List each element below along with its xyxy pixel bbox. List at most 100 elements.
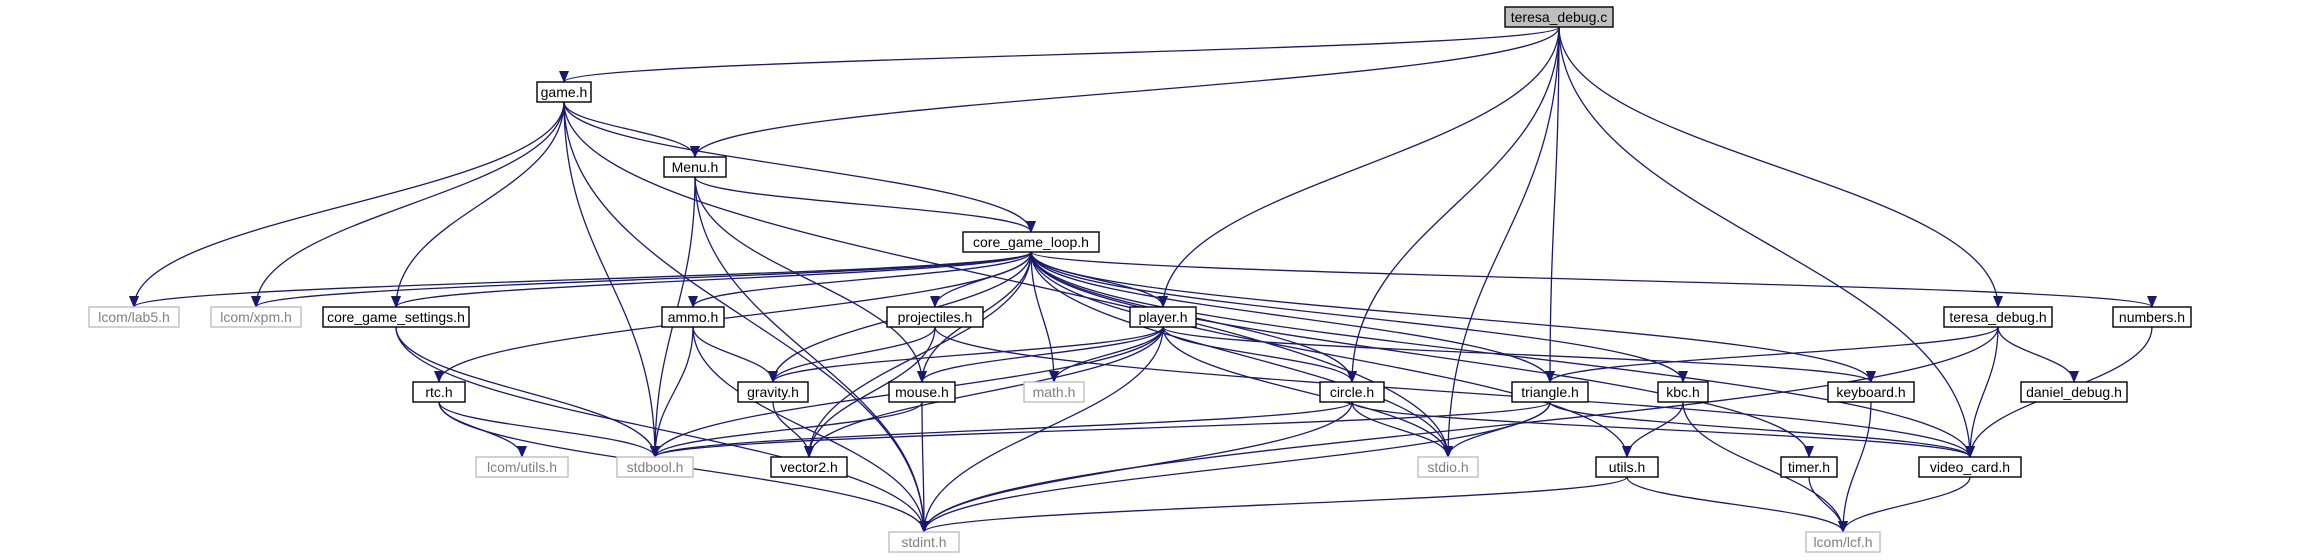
node-timer-h[interactable]: timer.h bbox=[1780, 456, 1838, 478]
edge-player-h-to-math-h bbox=[1049, 326, 1164, 383]
node-label-numbers-h: numbers.h bbox=[2119, 309, 2185, 325]
edge-core-game-loop-h-to-stdio-h bbox=[1030, 251, 1453, 458]
node-box-rtc-h bbox=[412, 381, 466, 403]
node-lcom-utils-h: lcom/utils.h bbox=[475, 456, 569, 478]
node-box-vector2-h bbox=[770, 456, 848, 478]
node-label-player-h: player.h bbox=[1138, 309, 1187, 325]
edge-video-card-h-to-lcom-lcf-h bbox=[1838, 476, 1971, 533]
edge-teresa-debug-c-to-game-h bbox=[559, 26, 1560, 83]
edge-core-game-loop-h-to-lcom-lab5-h bbox=[129, 251, 1032, 308]
edge-core-game-loop-h-to-utils-h bbox=[1030, 251, 1632, 458]
node-ammo-h[interactable]: ammo.h bbox=[661, 306, 725, 328]
node-label-core-game-loop-h: core_game_loop.h bbox=[973, 234, 1089, 250]
edge-projectiles-h-to-vector2-h bbox=[804, 326, 936, 458]
node-rtc-h[interactable]: rtc.h bbox=[412, 381, 466, 403]
node-stdint-h: stdint.h bbox=[888, 531, 960, 553]
node-box-triangle-h bbox=[1511, 381, 1589, 403]
edge-projectiles-h-to-gravity-h bbox=[768, 326, 936, 383]
node-box-stdint-h bbox=[888, 531, 960, 553]
edge-core-game-settings-h-to-stdint-h bbox=[395, 326, 929, 533]
node-box-teresa-debug-h bbox=[1943, 306, 2053, 328]
node-numbers-h[interactable]: numbers.h bbox=[2112, 306, 2192, 328]
node-label-circle-h: circle.h bbox=[1330, 384, 1374, 400]
edge-core-game-settings-h-to-stdbool-h bbox=[395, 326, 660, 458]
node-label-rtc-h: rtc.h bbox=[425, 384, 452, 400]
edge-core-game-loop-h-to-vector2-h bbox=[804, 251, 1032, 458]
node-label-lcom-lab5-h: lcom/lab5.h bbox=[98, 309, 170, 325]
node-box-player-h bbox=[1129, 306, 1197, 328]
node-box-math-h bbox=[1023, 381, 1085, 403]
edge-circle-h-to-stdbool-h bbox=[650, 401, 1353, 458]
node-box-lcom-xpm-h bbox=[210, 306, 302, 328]
node-label-stdbool-h: stdbool.h bbox=[627, 459, 684, 475]
edge-player-h-to-vector2-h bbox=[804, 326, 1164, 458]
node-game-h[interactable]: game.h bbox=[536, 81, 592, 103]
edge-teresa-debug-h-to-daniel-debug-h bbox=[1997, 326, 2079, 383]
edge-ammo-h-to-stdbool-h bbox=[650, 326, 694, 458]
edge-core-game-loop-h-to-video-card-h bbox=[1030, 251, 1975, 458]
node-menu-h[interactable]: Menu.h bbox=[663, 156, 727, 178]
edge-player-h-to-stdint-h bbox=[919, 326, 1164, 533]
node-video-card-h[interactable]: video_card.h bbox=[1918, 456, 2022, 478]
node-projectiles-h[interactable]: projectiles.h bbox=[886, 306, 984, 328]
node-label-kbc-h: kbc.h bbox=[1666, 384, 1699, 400]
node-mouse-h[interactable]: mouse.h bbox=[888, 381, 956, 403]
node-daniel-debug-h[interactable]: daniel_debug.h bbox=[2020, 381, 2128, 403]
node-utils-h[interactable]: utils.h bbox=[1595, 456, 1659, 478]
node-label-stdio-h: stdio.h bbox=[1427, 459, 1468, 475]
node-box-core-game-loop-h bbox=[962, 231, 1100, 253]
node-label-lcom-utils-h: lcom/utils.h bbox=[487, 459, 557, 475]
node-label-triangle-h: triangle.h bbox=[1521, 384, 1579, 400]
node-box-game-h bbox=[536, 81, 592, 103]
edge-timer-h-to-lcom-lcf-h bbox=[1808, 476, 1848, 533]
node-vector2-h[interactable]: vector2.h bbox=[770, 456, 848, 478]
edge-core-game-loop-h-to-triangle-h bbox=[1030, 251, 1555, 383]
edge-circle-h-to-stdint-h bbox=[919, 401, 1353, 533]
node-teresa-debug-h[interactable]: teresa_debug.h bbox=[1943, 306, 2053, 328]
node-player-h[interactable]: player.h bbox=[1129, 306, 1197, 328]
edge-core-game-loop-h-to-timer-h bbox=[1030, 251, 1814, 458]
node-box-lcom-utils-h bbox=[475, 456, 569, 478]
node-lcom-lcf-h: lcom/lcf.h bbox=[1805, 531, 1881, 553]
edge-mouse-h-to-stdbool-h bbox=[650, 401, 923, 458]
edge-player-h-to-mouse-h bbox=[917, 326, 1164, 383]
node-gravity-h[interactable]: gravity.h bbox=[737, 381, 809, 403]
node-math-h: math.h bbox=[1023, 381, 1085, 403]
node-label-vector2-h: vector2.h bbox=[780, 459, 838, 475]
node-label-teresa-debug-c: teresa_debug.c bbox=[1511, 9, 1608, 25]
edge-game-h-to-stdint-h bbox=[563, 101, 929, 533]
node-box-core-game-settings-h bbox=[322, 306, 470, 328]
node-teresa-debug-c[interactable]: teresa_debug.c bbox=[1504, 6, 1614, 28]
edge-teresa-debug-h-to-triangle-h bbox=[1545, 326, 1999, 383]
node-label-lcom-lcf-h: lcom/lcf.h bbox=[1813, 534, 1872, 550]
node-core-game-settings-h[interactable]: core_game_settings.h bbox=[322, 306, 470, 328]
edge-core-game-loop-h-to-lcom-xpm-h bbox=[251, 251, 1032, 308]
node-box-daniel-debug-h bbox=[2020, 381, 2128, 403]
edge-game-h-to-stdio-h bbox=[563, 101, 1453, 458]
node-label-teresa-debug-h: teresa_debug.h bbox=[1949, 309, 2046, 325]
node-box-utils-h bbox=[1595, 456, 1659, 478]
edge-player-h-to-stdio-h bbox=[1162, 326, 1453, 458]
node-kbc-h[interactable]: kbc.h bbox=[1657, 381, 1709, 403]
node-circle-h[interactable]: circle.h bbox=[1319, 381, 1385, 403]
edge-game-h-to-core-game-settings-h bbox=[391, 101, 565, 308]
edge-ammo-h-to-gravity-h bbox=[692, 326, 778, 383]
edge-triangle-h-to-stdbool-h bbox=[650, 401, 1551, 458]
edge-core-game-loop-h-to-core-game-settings-h bbox=[391, 251, 1032, 308]
node-box-kbc-h bbox=[1657, 381, 1709, 403]
edge-teresa-debug-c-to-teresa-debug-h bbox=[1558, 26, 2003, 308]
node-box-stdio-h bbox=[1417, 456, 1479, 478]
node-core-game-loop-h[interactable]: core_game_loop.h bbox=[962, 231, 1100, 253]
node-triangle-h[interactable]: triangle.h bbox=[1511, 381, 1589, 403]
node-keyboard-h[interactable]: keyboard.h bbox=[1827, 381, 1915, 403]
edge-core-game-loop-h-to-ammo-h bbox=[688, 251, 1032, 308]
edge-game-h-to-lcom-lab5-h bbox=[129, 101, 565, 308]
edge-menu-h-to-mouse-h bbox=[694, 176, 927, 383]
edge-player-h-to-circle-h bbox=[1162, 326, 1357, 383]
node-box-numbers-h bbox=[2112, 306, 2192, 328]
edge-keyboard-h-to-lcom-lcf-h bbox=[1838, 401, 1872, 533]
node-box-video-card-h bbox=[1918, 456, 2022, 478]
node-box-teresa-debug-c bbox=[1504, 6, 1614, 28]
node-label-video-card-h: video_card.h bbox=[1930, 459, 2010, 475]
